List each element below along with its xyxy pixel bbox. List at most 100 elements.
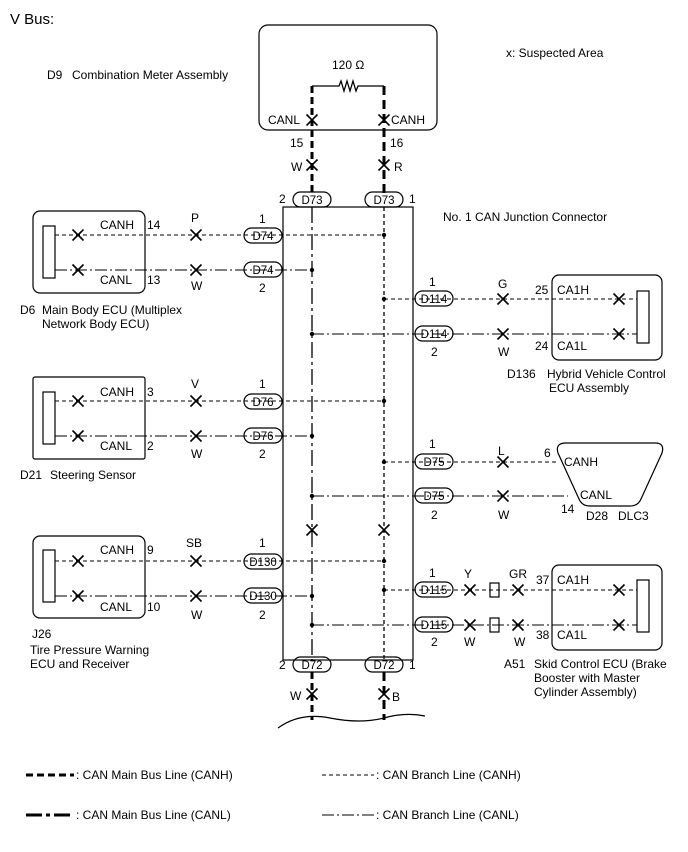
skid-conn-h-pin: 1: [429, 566, 436, 580]
junction-top-right-connector: [364, 191, 404, 208]
tpms-conn-h: [243, 553, 283, 570]
steering-conn-l-pin: 2: [259, 447, 266, 461]
hybrid-wire-l: W: [498, 345, 510, 359]
meter-canl-label: CANL: [268, 113, 300, 127]
hybrid-conn-h: [414, 290, 454, 307]
tpms-ref: J26: [32, 627, 52, 641]
legend-branch-l: : CAN Branch Line (CANL): [376, 808, 519, 822]
tpms-ecu-box: [32, 535, 146, 619]
suspected-x-icon: [377, 523, 391, 537]
main-body-wire-h: P: [191, 211, 199, 225]
meter-box: [258, 24, 438, 131]
skid-conn-h-code: D115: [421, 585, 448, 597]
steering-sensor-terminal: [42, 391, 56, 445]
junction-name: No. 1 CAN Junction Connector: [443, 210, 607, 224]
junction-top-right-pin: 1: [409, 192, 416, 206]
dlc-name: DLC3: [618, 509, 649, 523]
skid-name-3: Cylinder Assembly): [534, 685, 637, 699]
main-body-ecu-terminal: [42, 225, 56, 279]
skid-canh: CA1H: [557, 573, 589, 587]
dlc-conn-l-pin: 2: [431, 508, 438, 522]
suspected-x-icon: [377, 158, 391, 172]
suspected-x-icon: [71, 228, 85, 242]
junction-bottom-right-pin: 1: [409, 658, 416, 672]
hybrid-ref: D136: [507, 367, 536, 381]
meter-canh-label: CANH: [391, 113, 425, 127]
steering-conn-h-pin: 1: [259, 377, 266, 391]
skid-ecu-terminal: [636, 579, 650, 633]
skid-conn-h: [414, 581, 454, 598]
diagram-title: V Bus:: [10, 11, 54, 28]
skid-wire-l1: W: [464, 635, 476, 649]
skid-name-1: Skid Control ECU (Brake: [534, 657, 667, 671]
meter-wire-l: W: [291, 160, 303, 174]
tpms-conn-h-code: D130: [249, 557, 277, 569]
suspected-x-icon: [71, 429, 85, 443]
junction-dots: [309, 232, 387, 628]
junction-bottom-left-pin: 2: [279, 658, 286, 672]
junction-top-left-connector: [292, 191, 332, 208]
tpms-conn-l-pin: 2: [259, 608, 266, 622]
steering-sensor-box: [32, 376, 146, 460]
suspected-x-icon: [189, 589, 203, 603]
suspected-x-icon: [305, 523, 319, 537]
meter-name: Combination Meter Assembly: [72, 68, 228, 82]
main-body-ecu-box: [32, 210, 146, 294]
dlc3-connector-shape: [556, 442, 664, 507]
main-body-pin-h: 14: [147, 218, 161, 232]
meter-pin-h: 16: [390, 136, 404, 150]
bottom-wire-right: B: [392, 690, 400, 704]
main-body-conn-l-code: D74: [252, 265, 274, 277]
main-body-conn-h-code: D74: [252, 231, 274, 243]
hybrid-name-2: ECU Assembly: [549, 381, 629, 395]
skid-wire-l2: W: [514, 635, 526, 649]
suspected-x-icon: [612, 618, 626, 632]
tpms-wire-l: W: [191, 608, 203, 622]
suspected-x-icon: [377, 687, 391, 701]
junction-bottom-right-code: D72: [373, 660, 394, 672]
suspected-area-markers: [71, 113, 626, 701]
bottom-wire-left: W: [290, 689, 302, 703]
suspected-x-icon: [612, 327, 626, 341]
steering-pin-h: 3: [147, 385, 154, 399]
steering-name: Steering Sensor: [50, 468, 136, 482]
dlc-canh: CANH: [564, 455, 598, 469]
hybrid-wire-h: G: [498, 277, 507, 291]
tpms-name-2: ECU and Receiver: [30, 657, 129, 671]
skid-ecu-box: [551, 564, 663, 651]
legend-branch-h: : CAN Branch Line (CANH): [376, 768, 521, 782]
dlc-conn-l-code: D75: [423, 491, 444, 503]
suspected-x-icon: [612, 292, 626, 306]
suspected-x-icon: [463, 618, 477, 632]
left-connectors: D74 1 D74 2 D76 1 D76 2 D130 1 D130 2: [243, 212, 283, 622]
skid-pin-h: 37: [536, 573, 550, 587]
suspected-x-icon: [189, 228, 203, 242]
suspected-x-icon: [463, 583, 477, 597]
skid-pin-l: 38: [536, 628, 550, 642]
skid-wire-h1: Y: [464, 567, 472, 581]
suspected-x-icon: [189, 263, 203, 277]
dlc-wire-h: L: [498, 444, 505, 458]
hybrid-conn-l: [414, 325, 454, 342]
main-body-ref: D6: [20, 303, 36, 317]
suspected-x-icon: [377, 113, 391, 127]
suspected-x-icon: [305, 113, 319, 127]
junction-connector-box: [282, 206, 414, 661]
junction-bottom-right-connector: [364, 656, 404, 673]
main-body-conn-h: [243, 227, 283, 244]
hybrid-conn-h-pin: 1: [429, 275, 436, 289]
tpms-pin-h: 9: [147, 543, 154, 557]
tpms-conn-l-code: D130: [249, 591, 277, 603]
hybrid-canl: CA1L: [557, 339, 587, 353]
harness-cut-wave: [277, 713, 426, 729]
meter-ref: D9: [47, 68, 63, 82]
suspected-x-icon: [496, 489, 510, 503]
tpms-canh: CANH: [100, 543, 134, 557]
suspected-x-icon: [71, 554, 85, 568]
dlc-canl: CANL: [580, 488, 612, 502]
steering-conn-h: [243, 393, 283, 410]
suspected-x-icon: [305, 158, 319, 172]
hybrid-conn-l-code: D114: [421, 329, 448, 341]
hybrid-ecu-terminal: [636, 290, 650, 344]
